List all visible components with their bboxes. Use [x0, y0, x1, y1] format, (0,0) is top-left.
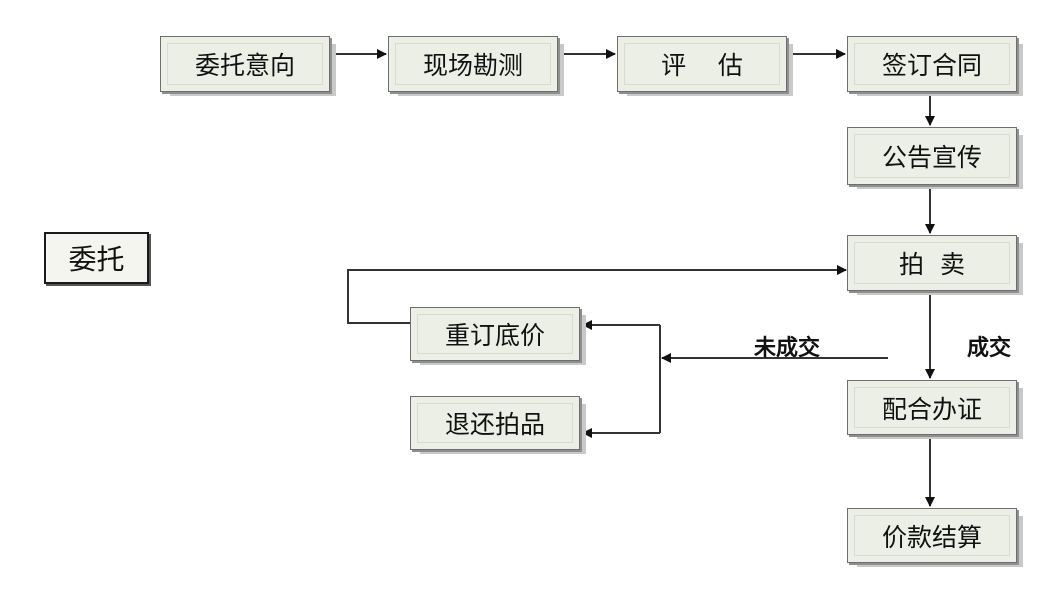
- legend-box: 委托: [44, 232, 149, 284]
- node-label: 签订合同: [881, 51, 982, 80]
- legend-label: 委托: [68, 243, 125, 276]
- node-label: 重订底价: [444, 321, 545, 350]
- edge-label-no-deal: 未成交: [754, 336, 821, 361]
- node-return-item: 退还拍品: [410, 396, 580, 450]
- node-label: 评 估: [661, 51, 743, 80]
- node-sign-contract: 签订合同: [847, 36, 1017, 92]
- node-entrust-intent: 委托意向: [160, 36, 330, 92]
- node-label: 价款结算: [881, 522, 982, 552]
- node-auction: 拍 卖: [847, 235, 1017, 291]
- node-assessment: 评 估: [617, 36, 787, 92]
- node-certificate-assist: 配合办证: [847, 380, 1017, 435]
- node-publicity: 公告宣传: [847, 127, 1017, 185]
- arrow-reset-price-to-auction: [347, 265, 847, 324]
- node-label: 配合办证: [881, 394, 982, 424]
- node-label: 公告宣传: [881, 143, 982, 172]
- node-label: 委托意向: [194, 51, 295, 80]
- edge-label-deal: 成交: [967, 336, 1012, 361]
- node-label: 退还拍品: [444, 410, 545, 439]
- node-reset-reserve-price: 重订底价: [410, 307, 580, 361]
- node-payment-settlement: 价款结算: [847, 508, 1017, 563]
- node-label: 现场勘测: [422, 51, 523, 80]
- node-label: 拍 卖: [899, 250, 965, 279]
- node-site-survey: 现场勘测: [388, 36, 558, 92]
